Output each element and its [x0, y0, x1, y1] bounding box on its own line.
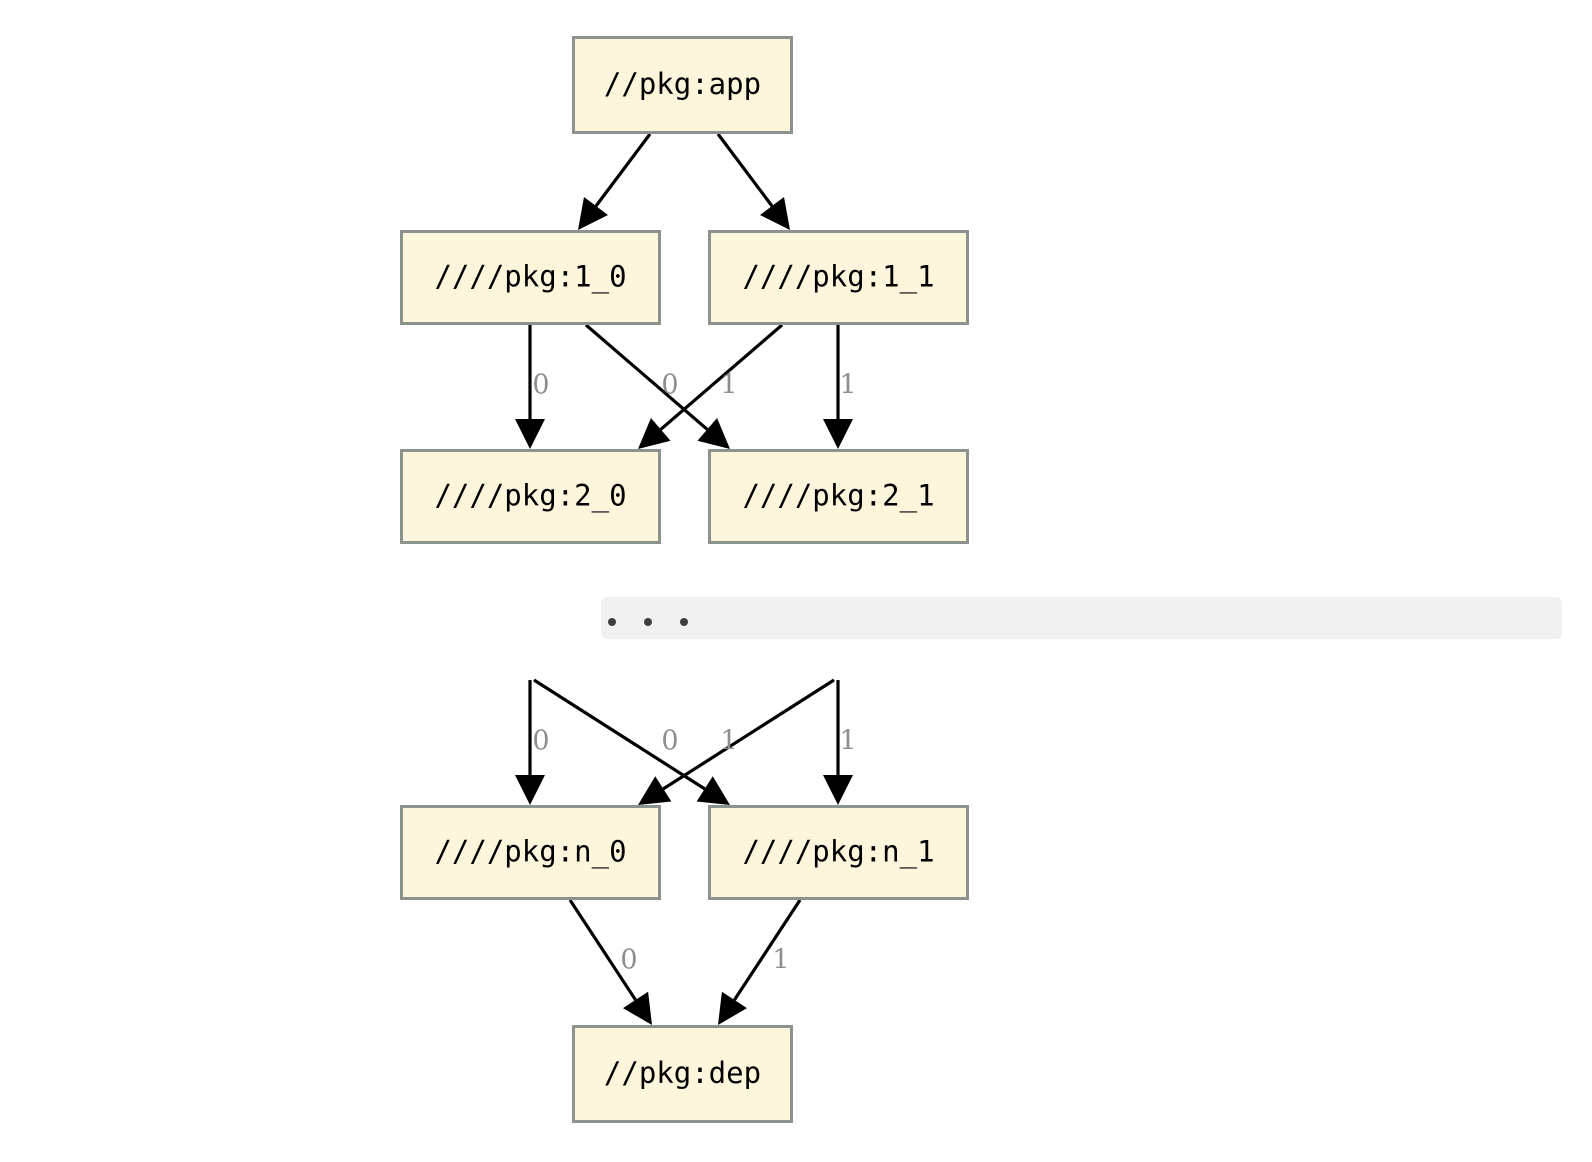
- edge-label: 1: [720, 370, 737, 401]
- graph-edge: [716, 133, 790, 230]
- graph-edge: 1: [718, 899, 802, 1025]
- node-box[interactable]: [572, 36, 793, 134]
- graph-edge: 0: [515, 680, 550, 805]
- graph-edge: 0: [584, 323, 730, 449]
- edge-line: [533, 678, 706, 791]
- arrowhead-icon: [823, 775, 853, 805]
- arrowhead-icon: [638, 418, 671, 449]
- ellipsis-bar: [601, 597, 1562, 639]
- node-label: ////pkg:1_0: [434, 260, 626, 295]
- arrowhead-icon: [578, 197, 608, 230]
- edge-line: [594, 133, 652, 207]
- node-label: ////pkg:n_1: [742, 835, 934, 870]
- ellipsis-dot-icon: [644, 618, 652, 626]
- graph-node-1_0[interactable]: ////pkg:1_0: [400, 230, 661, 325]
- graph-edge: [578, 133, 652, 230]
- node-label: //pkg:dep: [604, 1056, 761, 1090]
- graph-edge: 1: [823, 680, 857, 805]
- arrowhead-icon: [515, 419, 545, 449]
- graph-node-n_1[interactable]: ////pkg:n_1: [708, 805, 969, 900]
- arrowhead-icon: [760, 197, 790, 230]
- edge-label: 1: [839, 726, 856, 757]
- graph-edge: 0: [533, 678, 730, 805]
- node-box[interactable]: [400, 230, 661, 325]
- graph-node-1_1[interactable]: ////pkg:1_1: [708, 230, 969, 325]
- graph-edge: 0: [515, 325, 550, 449]
- node-label: ////pkg:2_0: [434, 479, 626, 514]
- graph-edge: 1: [823, 325, 857, 449]
- arrowhead-icon: [696, 776, 730, 805]
- ellipsis-separator-layer: [601, 597, 1562, 639]
- edge-label: 1: [772, 945, 789, 976]
- graph-node-dep[interactable]: //pkg:dep: [572, 1025, 793, 1123]
- edge-label: 0: [532, 726, 549, 757]
- ellipsis-dot-icon: [680, 618, 688, 626]
- edges-layer: 0 0 1 1 0 0 1 1 0 1: [515, 133, 857, 1025]
- edge-label: 0: [620, 945, 637, 976]
- edge-line: [733, 899, 802, 1001]
- edge-line: [662, 678, 835, 791]
- node-box[interactable]: [708, 805, 969, 900]
- arrowhead-icon: [823, 419, 853, 449]
- edge-label: 0: [661, 726, 678, 757]
- edge-line: [584, 323, 709, 431]
- node-box[interactable]: [708, 230, 969, 325]
- edge-line: [659, 323, 784, 431]
- edge-label: 1: [720, 726, 737, 757]
- graph-edge: 1: [638, 678, 835, 805]
- node-label: ////pkg:1_1: [742, 260, 934, 295]
- node-box[interactable]: [400, 805, 661, 900]
- ellipsis-separator: [601, 597, 1562, 639]
- arrowhead-icon: [515, 775, 545, 805]
- node-label: ////pkg:2_1: [742, 479, 934, 514]
- graph-node-2_0[interactable]: ////pkg:2_0: [400, 449, 661, 544]
- graph-edge: 1: [638, 323, 784, 449]
- node-box[interactable]: [708, 449, 969, 544]
- edge-label: 1: [839, 370, 856, 401]
- node-label: ////pkg:n_0: [434, 835, 626, 870]
- edge-line: [568, 899, 637, 1001]
- arrowhead-icon: [697, 418, 730, 449]
- edge-label: 0: [532, 370, 549, 401]
- node-box[interactable]: [572, 1025, 793, 1123]
- nodes-layer: //pkg:app ////pkg:1_0 ////pkg:1_1 ////pkg:2…: [400, 36, 969, 1123]
- edge-line: [716, 133, 774, 207]
- graph-node-n_0[interactable]: ////pkg:n_0: [400, 805, 661, 900]
- ellipsis-dot-icon: [608, 618, 616, 626]
- graph-edge: 0: [568, 899, 652, 1025]
- arrowhead-icon: [638, 776, 672, 805]
- arrowhead-icon: [718, 991, 747, 1025]
- graph-node-2_1[interactable]: ////pkg:2_1: [708, 449, 969, 544]
- node-label: //pkg:app: [604, 67, 761, 101]
- arrowhead-icon: [623, 991, 652, 1025]
- graph-node-app[interactable]: //pkg:app: [572, 36, 793, 134]
- node-box[interactable]: [400, 449, 661, 544]
- edge-label: 0: [661, 370, 678, 401]
